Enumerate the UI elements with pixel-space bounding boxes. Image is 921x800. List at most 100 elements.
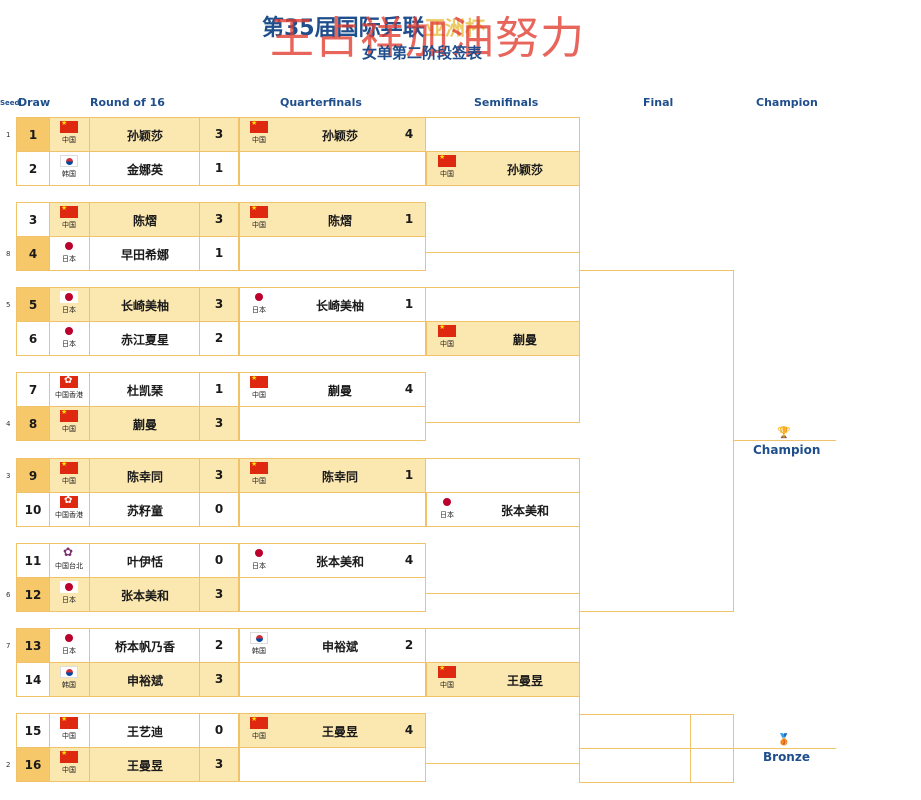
r16-name-cell[interactable] [89,662,200,697]
country-label: 韩国 [62,681,76,689]
player-name: 桥本帆乃香 [114,640,175,654]
player-score: 3 [214,416,224,430]
r16-name-cell[interactable] [89,577,200,612]
qf-player-name: 张本美和 [315,555,364,569]
r16-flag: 日本 [54,581,84,605]
bronze-box-2 [579,748,691,783]
flag-icon [60,291,78,303]
qf-score: 1 [404,297,414,311]
player-score: 3 [214,587,224,601]
country-label: 中国香港 [55,511,83,519]
player-score: 3 [214,297,224,311]
country-label: 日本 [252,562,266,570]
sf-connector-bottom [579,526,580,696]
qf-flag: 日本 [244,547,274,571]
r16-flag: 中国 [54,715,84,741]
bronze-box-1 [579,714,691,749]
player-score: 3 [214,468,224,482]
flag-icon [250,715,268,729]
flag-icon [438,323,456,337]
header-champion: Champion [756,96,818,109]
qf-score: 4 [404,382,414,396]
sf-flag: 中国 [432,153,462,179]
flag-icon [438,664,456,678]
qf-flag: 韩国 [244,632,274,656]
player-name: 王曼昱 [126,759,163,773]
player-name: 长崎美柚 [120,299,169,313]
flag-icon [250,460,268,474]
qf-cell[interactable] [239,458,426,493]
country-label: 中国 [440,170,454,178]
r16-score-cell [199,321,239,356]
qf-score: 2 [404,638,414,652]
draw-number: 8 [16,406,50,441]
qf-flag: 中国 [244,204,274,230]
flag-icon [60,715,78,729]
flag-icon [250,204,268,218]
r16-flag: 日本 [54,240,84,264]
draw-number: 11 [16,543,50,578]
final-connector [733,270,734,612]
player-name: 王艺迪 [126,725,163,739]
qf-player-name: 王曼昱 [321,725,358,739]
country-label: 中国 [252,136,266,144]
qf-player-name: 长崎美柚 [315,299,364,313]
country-label: 中国 [62,766,76,774]
draw-number: 7 [16,372,50,407]
qf-cell[interactable] [239,202,426,237]
draw-number: 9 [16,458,50,493]
country-label: 中国 [440,340,454,348]
page-title: 第35届国际乒联 [262,16,425,41]
player-score: 1 [214,246,224,260]
sf-cell[interactable] [426,492,580,527]
player-name: 张本美和 [120,589,169,603]
title-area: 第35届国际乒联 亚洲杯 王占祥加油努力 女单第二阶段签表 [0,0,921,70]
qf-player-name: 陈幸同 [321,470,358,484]
country-label: 日本 [62,340,76,348]
header-final: Final [643,96,674,109]
draw-number: 6 [16,321,50,356]
flag-icon [60,119,78,133]
player-score: 1 [214,161,224,175]
sf-connector-top [579,185,580,355]
trophy-icon: 🏆 [777,426,791,439]
r16-name-cell[interactable] [89,747,200,782]
player-score: 3 [214,127,224,141]
bronze-medal-icon: 🥉 [777,733,791,746]
flag-icon [60,495,78,508]
r16-score-cell [199,662,239,697]
qf-score: 4 [404,127,414,141]
r16-flag: 日本 [54,325,84,349]
draw-number: 10 [16,492,50,527]
qf-flag: 中国 [244,374,274,400]
r16-flag: 日本 [54,291,84,315]
seed-number: 6 [6,591,11,599]
qf-score: 4 [404,723,414,737]
player-name: 叶伊恬 [126,555,163,569]
draw-number: 5 [16,287,50,322]
r16-flag: 中国 [54,204,84,230]
watermark-text: 王占祥加油努力 [270,13,585,64]
draw-number: 16 [16,747,50,782]
sf-player-name: 张本美和 [500,504,549,518]
qf-cell[interactable] [239,117,426,152]
flag-icon [250,547,268,559]
seed-number: 8 [6,250,11,258]
country-label: 日本 [62,255,76,263]
player-name: 金娜英 [126,163,163,177]
r16-name-cell[interactable] [89,202,200,237]
r16-flag: 中国 [54,119,84,145]
player-score: 3 [214,212,224,226]
country-label: 中国 [62,221,76,229]
qf-flag: 中国 [244,119,274,145]
draw-number: 12 [16,577,50,612]
header-round16: Round of 16 [90,96,165,109]
r16-flag: 中国 [54,460,84,486]
flag-icon [60,204,78,218]
r16-flag: 中国香港 [54,375,84,400]
r16-name-cell[interactable] [89,406,200,441]
sf-player-name: 孙颖莎 [506,163,543,177]
header-draw: Draw [18,96,51,109]
r16-flag: 中国 [54,408,84,434]
bronze-score-1 [690,714,734,749]
